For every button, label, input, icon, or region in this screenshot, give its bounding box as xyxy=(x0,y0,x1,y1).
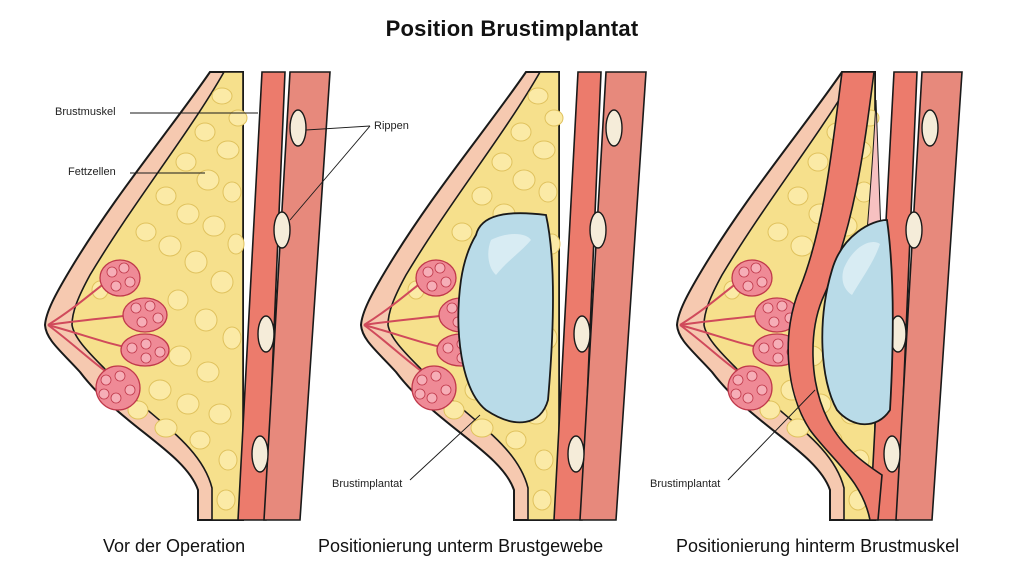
label-brustimplantat-2: Brustimplantat xyxy=(650,478,721,490)
diagram-title: Position Brustimplantat xyxy=(385,16,639,41)
implant-submuscular xyxy=(787,71,894,521)
caption-under-breast-tissue: Positionierung unterm Brustgewebe xyxy=(318,536,604,556)
caption-before-operation: Vor der Operation xyxy=(103,536,246,556)
label-fettzellen: Fettzellen xyxy=(68,166,116,178)
label-brustmuskel: Brustmuskel xyxy=(55,106,116,118)
caption-behind-muscle: Positionierung hinterm Brustmuskel xyxy=(676,536,960,556)
label-brustimplantat-1: Brustimplantat xyxy=(332,478,403,490)
leader-lines xyxy=(130,112,816,481)
label-rippen: Rippen xyxy=(374,120,409,132)
implant-subglandular xyxy=(457,212,554,424)
panel-before-operation xyxy=(44,71,331,521)
